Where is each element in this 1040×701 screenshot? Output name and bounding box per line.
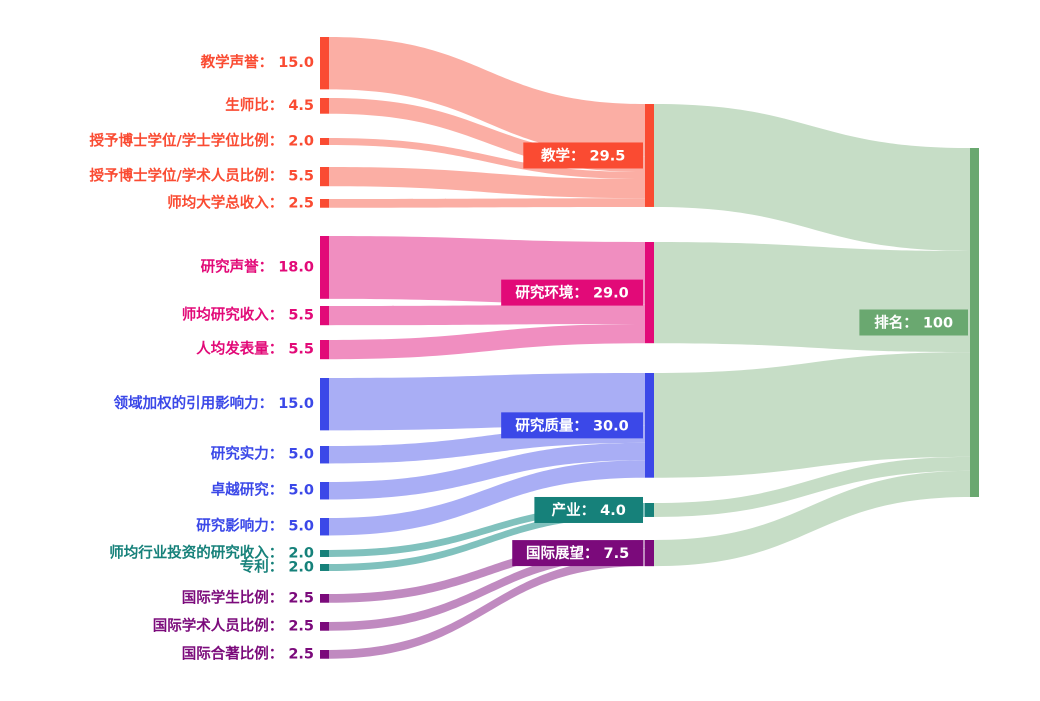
sankey-node-research_reputation[interactable] <box>320 236 329 299</box>
node-label-industry: 产业： 4.0 <box>552 501 626 519</box>
node-label-box-international <box>512 540 643 567</box>
sankey-link[interactable] <box>329 138 645 180</box>
sankey-link[interactable] <box>654 470 970 567</box>
node-label-box-industry <box>534 496 643 523</box>
sankey-link[interactable] <box>329 509 645 571</box>
node-label-box-rank <box>859 309 968 336</box>
sankey-link[interactable] <box>654 242 970 353</box>
sankey-node-staff_student_ratio[interactable] <box>320 98 329 114</box>
sankey-link[interactable] <box>329 460 645 536</box>
sankey-link[interactable] <box>329 557 645 659</box>
node-label-international: 国际展望： 7.5 <box>526 544 629 562</box>
sankey-node-research_productivity[interactable] <box>320 340 329 360</box>
node-label-citation_impact: 领域加权的引用影响力： 15.0 <box>114 394 314 412</box>
node-label-research_env: 研究环境： 29.0 <box>515 284 628 302</box>
sankey-node-international[interactable] <box>645 540 654 567</box>
node-label-research_quality: 研究质量： 30.0 <box>515 416 628 434</box>
sankey-node-patents[interactable] <box>320 564 329 571</box>
sankey-link[interactable] <box>654 352 970 478</box>
node-label-staff_student_ratio: 生师比： 4.5 <box>225 96 314 114</box>
node-label-research_productivity: 人均发表量： 5.5 <box>196 340 314 358</box>
node-label-teaching_reputation: 教学声誉： 15.0 <box>200 53 314 71</box>
sankey-link[interactable] <box>329 503 645 557</box>
links-layer <box>329 37 970 659</box>
node-label-teaching: 教学： 29.5 <box>540 146 625 164</box>
node-label-rank: 排名： 100 <box>874 314 953 332</box>
sankey-node-institutional_income[interactable] <box>320 199 329 208</box>
sankey-node-research_influence[interactable] <box>320 518 329 536</box>
node-label-research_strength: 研究实力： 5.0 <box>211 445 314 463</box>
node-label-intl_coauthor: 国际合著比例： 2.5 <box>182 644 314 662</box>
sankey-node-intl_students[interactable] <box>320 594 329 603</box>
node-label-intl_students: 国际学生比例： 2.5 <box>182 588 314 606</box>
node-label-patents: 专利： 2.0 <box>240 557 314 575</box>
sankey-link[interactable] <box>329 167 645 199</box>
nodes-layer <box>320 37 979 659</box>
sankey-node-intl_staff[interactable] <box>320 622 329 631</box>
sankey-node-teaching_reputation[interactable] <box>320 37 329 90</box>
sankey-node-industry[interactable] <box>645 503 654 517</box>
sankey-node-rank[interactable] <box>970 148 979 497</box>
node-label-box-research_env <box>501 279 643 306</box>
node-label-doctorate_bachelor_ratio: 授予博士学位/学士学位比例： 2.0 <box>89 131 314 149</box>
sankey-node-citation_impact[interactable] <box>320 378 329 431</box>
sankey-node-intl_coauthor[interactable] <box>320 650 329 659</box>
sankey-link[interactable] <box>654 456 970 517</box>
sankey-node-industry_income[interactable] <box>320 550 329 557</box>
sankey-node-teaching[interactable] <box>645 104 654 207</box>
sankey-node-research_env[interactable] <box>645 242 654 344</box>
node-label-research_excellence: 卓越研究： 5.0 <box>211 481 314 499</box>
sankey-link[interactable] <box>329 37 645 157</box>
sankey-link[interactable] <box>654 104 970 251</box>
sankey-link[interactable] <box>329 324 645 360</box>
sankey-link[interactable] <box>329 198 645 208</box>
sankey-node-doctorate_bachelor_ratio[interactable] <box>320 138 329 145</box>
node-label-box-teaching <box>523 142 643 169</box>
node-label-industry_income: 师均行业投资的研究收入： 2.0 <box>109 543 314 561</box>
sankey-node-research_strength[interactable] <box>320 446 329 464</box>
sankey-link[interactable] <box>329 540 645 603</box>
sankey-node-research_excellence[interactable] <box>320 482 329 500</box>
node-label-institutional_income: 师均大学总收入： 2.5 <box>167 193 314 211</box>
node-label-intl_staff: 国际学术人员比例： 2.5 <box>153 616 314 634</box>
node-label-research_reputation: 研究声誉： 18.0 <box>201 257 314 275</box>
node-label-research_influence: 研究影响力： 5.0 <box>196 517 314 535</box>
sankey-link[interactable] <box>329 442 645 500</box>
node-label-doctorate_staff_ratio: 授予博士学位/学术人员比例： 5.5 <box>89 167 314 185</box>
sankey-node-research_income[interactable] <box>320 306 329 326</box>
node-label-research_income: 师均研究收入： 5.5 <box>182 306 314 324</box>
sankey-link[interactable] <box>329 548 645 631</box>
sankey-node-doctorate_staff_ratio[interactable] <box>320 167 329 187</box>
sankey-node-research_quality[interactable] <box>645 373 654 478</box>
labels-layer: 教学声誉： 15.0 生师比： 4.5 授予博士学位/学士学位比例： 2.0 授予博士… <box>89 53 968 662</box>
node-label-box-research_quality <box>501 412 643 439</box>
sankey-link[interactable] <box>329 304 645 326</box>
